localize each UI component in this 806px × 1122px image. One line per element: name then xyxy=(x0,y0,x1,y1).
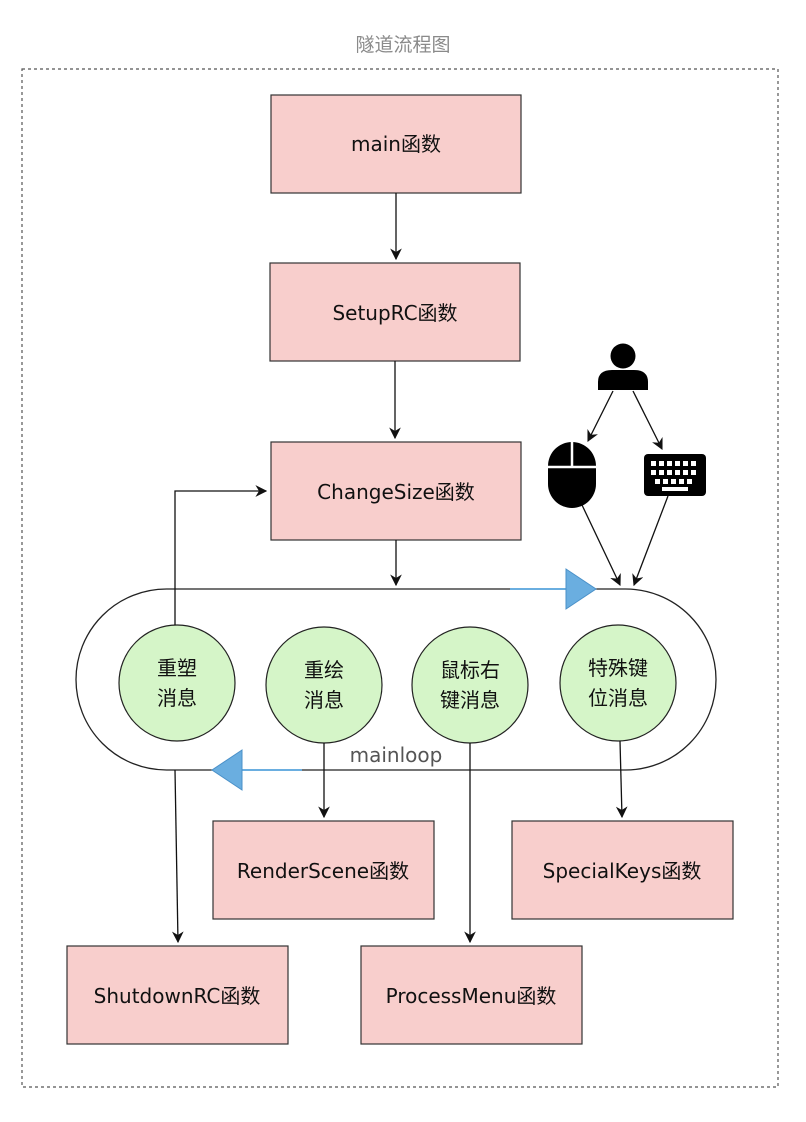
box-change: ChangeSize函数 xyxy=(270,441,522,541)
mainloop-shape xyxy=(75,588,717,771)
arrow-keyboard-loop xyxy=(632,495,669,587)
circle-special: 特殊键 位消息 xyxy=(559,624,677,742)
box-main: main函数 xyxy=(270,94,522,194)
box-process-label: ProcessMenu函数 xyxy=(386,984,557,1008)
circle-redraw-line1: 重绘 xyxy=(304,658,344,682)
arrow-reshape-change xyxy=(174,485,268,625)
circle-mouse: 鼠标右 键消息 xyxy=(411,626,529,744)
circle-special-line1: 特殊键 xyxy=(588,656,648,680)
arrow-special-keys xyxy=(615,740,628,819)
box-setup: SetupRC函数 xyxy=(269,262,521,362)
box-main-label: main函数 xyxy=(351,132,441,156)
loop-arrow-left xyxy=(211,749,302,791)
circle-reshape: 重塑 消息 xyxy=(118,624,236,742)
box-render-label: RenderScene函数 xyxy=(237,859,409,883)
arrow-mouse-loop xyxy=(581,504,621,587)
arrow-user-keyboard xyxy=(632,390,663,451)
box-shutdown-label: ShutdownRC函数 xyxy=(94,984,261,1008)
diagram-title: 隧道流程图 xyxy=(355,34,450,56)
box-change-label: ChangeSize函数 xyxy=(317,480,475,504)
mouse-icon xyxy=(548,442,596,508)
box-render: RenderScene函数 xyxy=(212,820,435,920)
loop-arrow-right xyxy=(510,568,597,610)
box-shutdown: ShutdownRC函数 xyxy=(66,945,289,1045)
mainloop-label: mainloop xyxy=(350,743,443,767)
connectors xyxy=(171,193,669,944)
arrow-loop-shutdown xyxy=(171,769,184,944)
box-special-label: SpecialKeys函数 xyxy=(543,859,702,883)
circle-redraw-line2: 消息 xyxy=(304,688,344,712)
circle-special-line2: 位消息 xyxy=(588,686,648,710)
user-icon xyxy=(598,343,648,390)
box-special: SpecialKeys函数 xyxy=(511,820,734,920)
arrow-user-mouse xyxy=(587,390,614,443)
circle-reshape-line1: 重塑 xyxy=(157,656,197,680)
outer-frame xyxy=(21,68,779,1088)
circle-reshape-line2: 消息 xyxy=(157,686,197,710)
keyboard-icon xyxy=(644,454,706,496)
circle-redraw: 重绘 消息 xyxy=(265,626,383,744)
circle-mouse-line2: 键消息 xyxy=(440,688,500,712)
circle-mouse-line1: 鼠标右 xyxy=(440,658,500,682)
box-setup-label: SetupRC函数 xyxy=(332,301,457,325)
box-process: ProcessMenu函数 xyxy=(360,945,583,1045)
